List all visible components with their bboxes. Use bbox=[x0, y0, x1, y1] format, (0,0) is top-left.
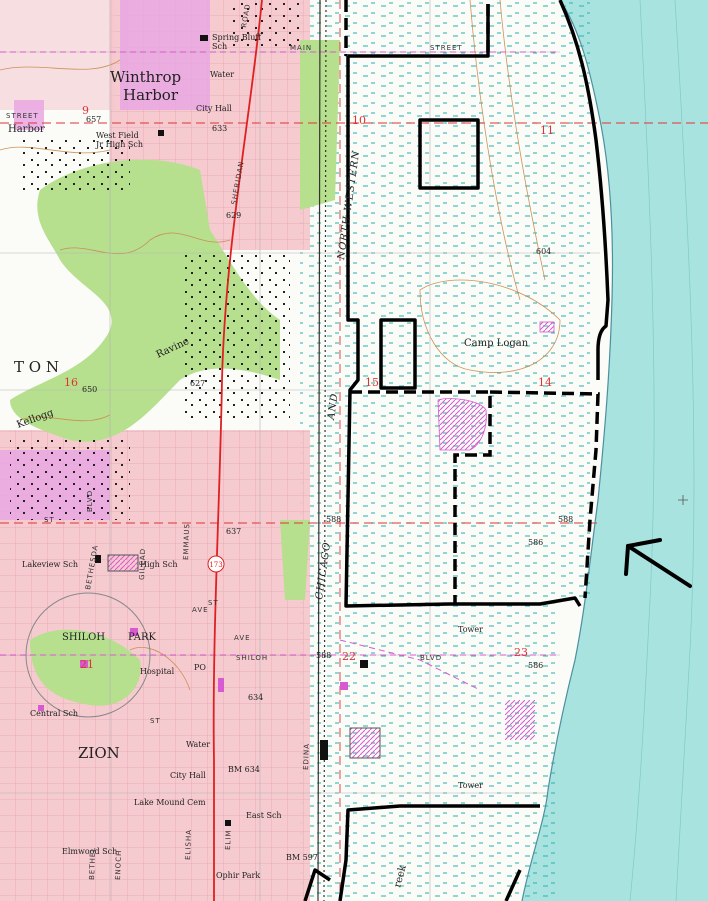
study-boundary-dashed bbox=[344, 0, 600, 604]
street-st-1: ST bbox=[44, 516, 55, 524]
elevation-labels: 657 633 629 650 627 637 588 604 588 586 … bbox=[82, 115, 573, 702]
place-park: PARK bbox=[128, 632, 157, 643]
study-boundary bbox=[303, 0, 610, 901]
section-number: 9 bbox=[82, 104, 89, 117]
street-emmaus: EMMAUS bbox=[182, 523, 191, 560]
shiloh-park-circle bbox=[25, 592, 151, 718]
street-ave-1: AVE bbox=[192, 606, 209, 614]
railroad-and: AND bbox=[326, 392, 341, 421]
elevation-label: 657 bbox=[86, 115, 101, 124]
landmark-central: Central Sch bbox=[30, 709, 78, 718]
landmark-high-sch: High Sch bbox=[140, 560, 177, 569]
elevation-label: 588 bbox=[326, 515, 341, 524]
elevation-label: 586 bbox=[528, 661, 543, 670]
section-number: 15 bbox=[365, 376, 379, 389]
street-main: MAIN bbox=[290, 44, 312, 52]
landmark-spring-bluff-sch: Sch bbox=[212, 42, 227, 51]
elevation-label: 604 bbox=[536, 247, 551, 256]
buildings bbox=[38, 35, 535, 826]
street-blvd-left: BLVD bbox=[86, 490, 94, 512]
section-number: 14 bbox=[538, 376, 552, 389]
high-sch-site bbox=[107, 554, 139, 572]
purple-dashed-road bbox=[0, 51, 560, 691]
street-elim: ELIM bbox=[224, 829, 233, 850]
elevation-label: 634 bbox=[248, 693, 263, 702]
elevation-label: 637 bbox=[226, 527, 241, 536]
section-number: 10 bbox=[352, 114, 366, 127]
street-bethel: BETHEL bbox=[88, 847, 97, 880]
street-elisha: ELISHA bbox=[184, 829, 193, 860]
elevation-label: 633 bbox=[212, 124, 227, 133]
shoreline bbox=[521, 0, 614, 901]
route-shield: 173 bbox=[207, 555, 225, 573]
town-label-harbor-left: Harbor bbox=[8, 124, 45, 135]
landmark-tower-2: Tower bbox=[458, 781, 483, 790]
town-label-zion: ZION bbox=[78, 744, 120, 762]
street-left: STREET bbox=[6, 112, 39, 120]
landmark-city-hall-zion: City Hall bbox=[170, 771, 206, 780]
landmark-water-zion: Water bbox=[186, 740, 210, 749]
street-ave-2: AVE bbox=[234, 634, 251, 642]
landmark-ophir: Ophir Park bbox=[216, 871, 260, 880]
elevation-label: 650 bbox=[82, 385, 97, 394]
street-top-right: STREET bbox=[430, 44, 463, 52]
lake-michigan bbox=[522, 0, 708, 901]
camp-logan-target-range bbox=[437, 398, 487, 451]
street-gilead: GILEAD bbox=[138, 548, 147, 580]
street-enoch: ENOCH bbox=[114, 849, 123, 880]
town-label-harbor: Harbor bbox=[123, 86, 179, 104]
town-label-winthrop: Winthrop bbox=[110, 68, 181, 86]
elevation-label: 588 bbox=[558, 515, 573, 524]
landmark-bm-634: BM 634 bbox=[228, 765, 260, 774]
elevation-label: 627 bbox=[190, 379, 205, 388]
marsh-area-north bbox=[300, 0, 590, 600]
street-st-3: ST bbox=[208, 599, 219, 607]
camp-logan-building bbox=[539, 321, 555, 333]
industrial-site bbox=[349, 727, 381, 759]
street-edina: EDINA bbox=[302, 743, 311, 770]
arrow-annotation bbox=[624, 538, 692, 588]
landmark-east-sch: East Sch bbox=[246, 811, 282, 820]
place-camp-logan: Camp Logan bbox=[464, 338, 529, 349]
landmark-tower-1: Tower bbox=[458, 625, 483, 634]
elevation-label: 629 bbox=[226, 211, 241, 220]
section-number: 23 bbox=[514, 646, 528, 659]
street-st-2: ST bbox=[150, 717, 161, 725]
landmark-hospital: Hospital bbox=[140, 667, 175, 676]
landmark-po: PO bbox=[194, 663, 206, 672]
section-number: 22 bbox=[342, 650, 356, 663]
section-number: 11 bbox=[540, 124, 554, 137]
lake-grid-tick bbox=[678, 495, 688, 505]
landmark-west-field-jr: Jr High Sch bbox=[95, 140, 143, 149]
place-shiloh: SHILOH bbox=[62, 632, 105, 643]
landmark-spring-bluff: Spring Bluff bbox=[212, 33, 262, 42]
landmark-bm-597: BM 597 bbox=[286, 853, 318, 862]
place-ton: T O N bbox=[14, 358, 59, 376]
landmark-elmwood: Elmwood Sch bbox=[62, 847, 117, 856]
route-shield-number: 173 bbox=[209, 561, 222, 569]
landmark-lakeview: Lakeview Sch bbox=[22, 560, 78, 569]
urban-area-winthrop-west bbox=[0, 0, 115, 110]
contour-lines bbox=[0, 0, 561, 691]
landmark-water-top: Water bbox=[210, 70, 234, 79]
landmark-west-field: West Field bbox=[96, 131, 139, 140]
elevation-label: 586 bbox=[528, 538, 543, 547]
street-shiloh-blvd: SHILOH bbox=[236, 654, 268, 662]
section-number: 16 bbox=[64, 376, 78, 389]
sheridan-road bbox=[212, 0, 263, 901]
section-number: 21 bbox=[80, 658, 94, 671]
street-blvd-right: BLVD bbox=[420, 654, 442, 662]
landmark-city-hall-top: City Hall bbox=[196, 104, 232, 113]
elevation-label: 588 bbox=[316, 651, 331, 660]
landmark-lake-mound: Lake Mound Cem bbox=[134, 798, 206, 807]
